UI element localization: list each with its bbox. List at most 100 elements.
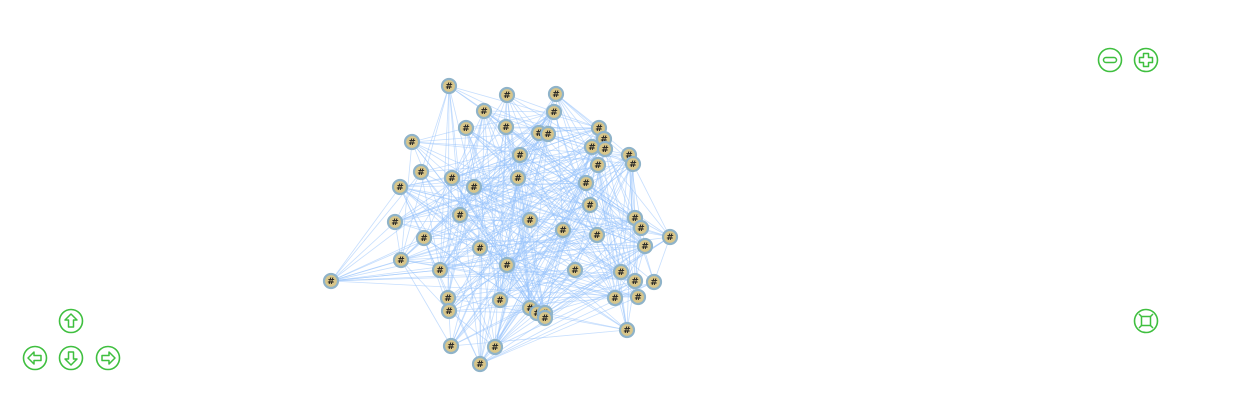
graph-node[interactable]: # <box>403 133 421 151</box>
graph-node[interactable]: # <box>498 256 516 274</box>
graph-node[interactable]: # <box>509 169 527 187</box>
graph-node[interactable]: # <box>566 261 584 279</box>
zoom-out-button[interactable] <box>1097 47 1123 73</box>
graph-node[interactable]: # <box>632 219 650 237</box>
node-label: # <box>623 326 631 336</box>
graph-node[interactable]: # <box>442 337 460 355</box>
node-circle <box>545 103 563 121</box>
node-label: # <box>650 278 658 288</box>
graph-edge <box>400 245 646 261</box>
graph-node[interactable]: # <box>547 85 565 103</box>
node-circle <box>465 178 483 196</box>
graph-node[interactable]: # <box>439 289 457 307</box>
zoom-in-button[interactable] <box>1133 47 1159 73</box>
graph-node[interactable]: # <box>440 302 458 320</box>
graph-node[interactable]: # <box>581 196 599 214</box>
graph-edge <box>400 217 636 261</box>
graph-edge <box>330 237 425 282</box>
graph-edge <box>499 229 564 301</box>
graph-node[interactable]: # <box>465 178 483 196</box>
graph-nodes: ########################################… <box>322 77 679 373</box>
node-label: # <box>617 268 625 278</box>
graph-node[interactable]: # <box>471 355 489 373</box>
graph-node[interactable]: # <box>322 272 340 290</box>
node-label: # <box>491 343 499 353</box>
graph-node[interactable]: # <box>624 155 642 173</box>
graph-node[interactable]: # <box>583 138 601 156</box>
graph-node[interactable]: # <box>645 273 663 291</box>
graph-node[interactable]: # <box>554 221 572 239</box>
graph-node[interactable]: # <box>440 77 458 95</box>
graph-edge <box>394 154 521 223</box>
graph-node[interactable]: # <box>636 237 654 255</box>
graph-edge <box>448 85 600 129</box>
graph-node[interactable]: # <box>392 251 410 269</box>
graph-node[interactable]: # <box>545 103 563 121</box>
graph-node[interactable]: # <box>577 174 595 192</box>
graph-node[interactable]: # <box>491 291 509 309</box>
graph-node[interactable]: # <box>471 239 489 257</box>
fit-to-screen-button[interactable] <box>1133 308 1159 334</box>
graph-node[interactable]: # <box>486 338 504 356</box>
node-circle <box>498 86 516 104</box>
graph-node[interactable]: # <box>415 229 433 247</box>
graph-edge <box>399 186 531 221</box>
graph-edge <box>450 329 628 347</box>
node-circle <box>415 229 433 247</box>
node-circle <box>457 119 475 137</box>
graph-node[interactable]: # <box>386 213 404 231</box>
graph-node[interactable]: # <box>606 289 624 307</box>
graph-node[interactable]: # <box>589 156 607 174</box>
graph-node[interactable]: # <box>536 309 554 327</box>
graph-node[interactable]: # <box>412 163 430 181</box>
graph-edge <box>400 219 531 261</box>
node-circle <box>539 125 557 143</box>
graph-node[interactable]: # <box>451 206 469 224</box>
graph-node[interactable]: # <box>539 125 557 143</box>
graph-edge <box>574 269 636 282</box>
graph-node[interactable]: # <box>511 146 529 164</box>
pan-left-button[interactable] <box>22 345 48 371</box>
graph-node[interactable]: # <box>475 102 493 120</box>
node-label: # <box>625 151 633 161</box>
node-circle <box>442 337 460 355</box>
graph-edge <box>439 177 453 271</box>
graph-node[interactable]: # <box>521 211 539 229</box>
graph-edge <box>473 127 600 188</box>
graph-edge <box>439 154 630 271</box>
pan-up-button[interactable] <box>58 308 84 334</box>
graph-node[interactable]: # <box>626 272 644 290</box>
graph-node[interactable]: # <box>431 261 449 279</box>
graph-edge <box>459 177 519 216</box>
graph-edge <box>603 138 655 283</box>
graph-node[interactable]: # <box>391 178 409 196</box>
node-label: # <box>391 218 399 228</box>
graph-node[interactable]: # <box>629 288 647 306</box>
graph-node[interactable]: # <box>596 140 614 158</box>
node-circle <box>536 309 554 327</box>
node-label: # <box>462 124 470 134</box>
graph-node[interactable]: # <box>497 118 515 136</box>
pan-right-button[interactable] <box>95 345 121 371</box>
pan-down-button[interactable] <box>58 345 84 371</box>
node-label: # <box>631 214 639 224</box>
graph-edge <box>465 127 646 247</box>
graph-node[interactable]: # <box>498 86 516 104</box>
graph-node[interactable]: # <box>457 119 475 137</box>
graph-edge <box>420 171 481 249</box>
node-label: # <box>327 277 335 287</box>
down-icon <box>58 345 84 371</box>
graph-edge <box>451 177 616 299</box>
graph-node[interactable]: # <box>443 169 461 187</box>
graph-edge <box>553 111 598 236</box>
graph-node[interactable]: # <box>618 321 636 339</box>
graph-edge <box>494 204 591 348</box>
graph-node[interactable]: # <box>588 226 606 244</box>
zoom-out-icon <box>1097 47 1123 73</box>
graph-edge <box>448 219 531 312</box>
node-label: # <box>611 294 619 304</box>
graph-node[interactable]: # <box>661 228 679 246</box>
graph-node[interactable]: # <box>612 263 630 281</box>
graph-edge <box>411 141 453 179</box>
